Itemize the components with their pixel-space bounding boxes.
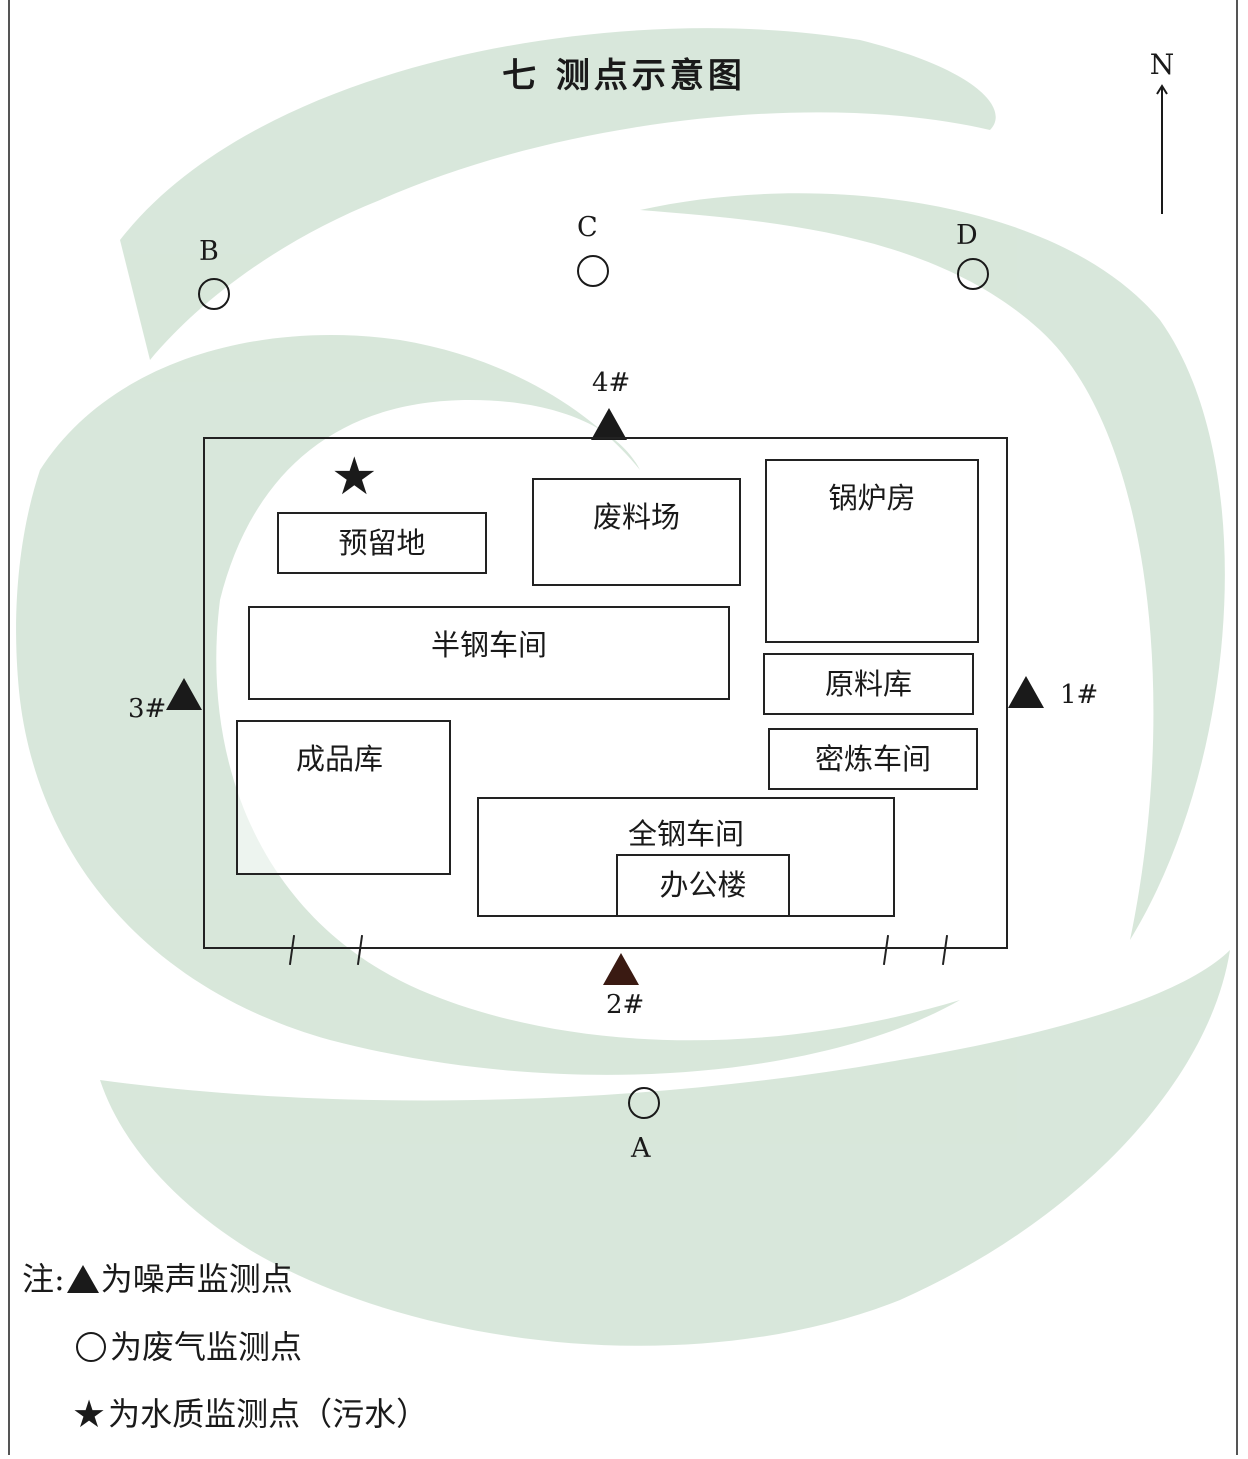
water-point-star-icon: ★ [331,447,378,507]
air-point-label-a: A [631,1133,651,1164]
air-point-d-circle-icon [957,258,989,290]
noise-point-4-triangle-icon [591,408,627,440]
building-reserved: 预留地 [277,512,487,574]
legend-row-noise: 注: 为噪声监测点 [22,1263,293,1295]
legend-air-text: 为废气监测点 [110,1328,303,1366]
building-mixing-label: 密炼车间 [814,742,931,776]
diagram-frame [8,0,1238,1455]
site-boundary: 预留地 废料场 锅炉房 半钢车间 原料库 成品库 密炼车间 全钢车间 办公楼 [203,437,1008,949]
building-all-steel-label: 全钢车间 [627,817,744,851]
air-point-c-circle-icon [577,255,609,287]
air-point-label-c: C [577,212,598,243]
noise-point-2-triangle-icon [603,953,639,985]
building-office: 办公楼 [616,854,790,917]
noise-point-1-triangle-icon [1008,676,1044,708]
noise-point-label-1: 1# [1060,680,1099,710]
air-point-label-b: B [199,236,219,267]
building-waste-yard-label: 废料场 [592,500,680,534]
building-finished: 成品库 [236,720,451,875]
legend-water-text: 为水质监测点（污水） [108,1395,429,1433]
noise-point-3-triangle-icon [166,678,202,710]
air-point-label-d: D [956,220,978,251]
north-arrow-icon [1156,84,1168,214]
legend-circle-icon [76,1332,106,1362]
north-label: N [1149,48,1175,81]
air-point-a-circle-icon [628,1087,660,1119]
building-semi-steel: 半钢车间 [248,606,730,700]
noise-point-label-2: 2# [606,990,645,1020]
legend-row-air: 为废气监测点 [76,1331,302,1363]
building-semi-steel-label: 半钢车间 [430,628,547,662]
legend-triangle-icon [66,1265,99,1293]
legend-row-water: ★ 为水质监测点（污水） [72,1395,428,1433]
building-reserved-label: 预留地 [338,526,426,560]
noise-point-label-3: 3# [128,694,167,724]
building-boiler-label: 锅炉房 [828,481,916,515]
legend-noise-text: 为噪声监测点 [100,1260,293,1298]
air-point-b-circle-icon [198,278,230,310]
legend-star-icon: ★ [72,1392,107,1436]
building-waste-yard: 废料场 [532,478,741,586]
noise-point-label-4: 4# [592,368,631,398]
building-finished-label: 成品库 [296,742,384,776]
north-indicator: N [1140,48,1184,218]
legend-prefix: 注: [22,1260,65,1298]
building-raw-material-label: 原料库 [824,667,912,701]
building-boiler: 锅炉房 [765,459,979,643]
diagram-title: 七 测点示意图 [502,56,746,96]
building-office-label: 办公楼 [659,868,747,902]
building-mixing: 密炼车间 [768,728,978,790]
building-raw-material: 原料库 [763,653,974,715]
